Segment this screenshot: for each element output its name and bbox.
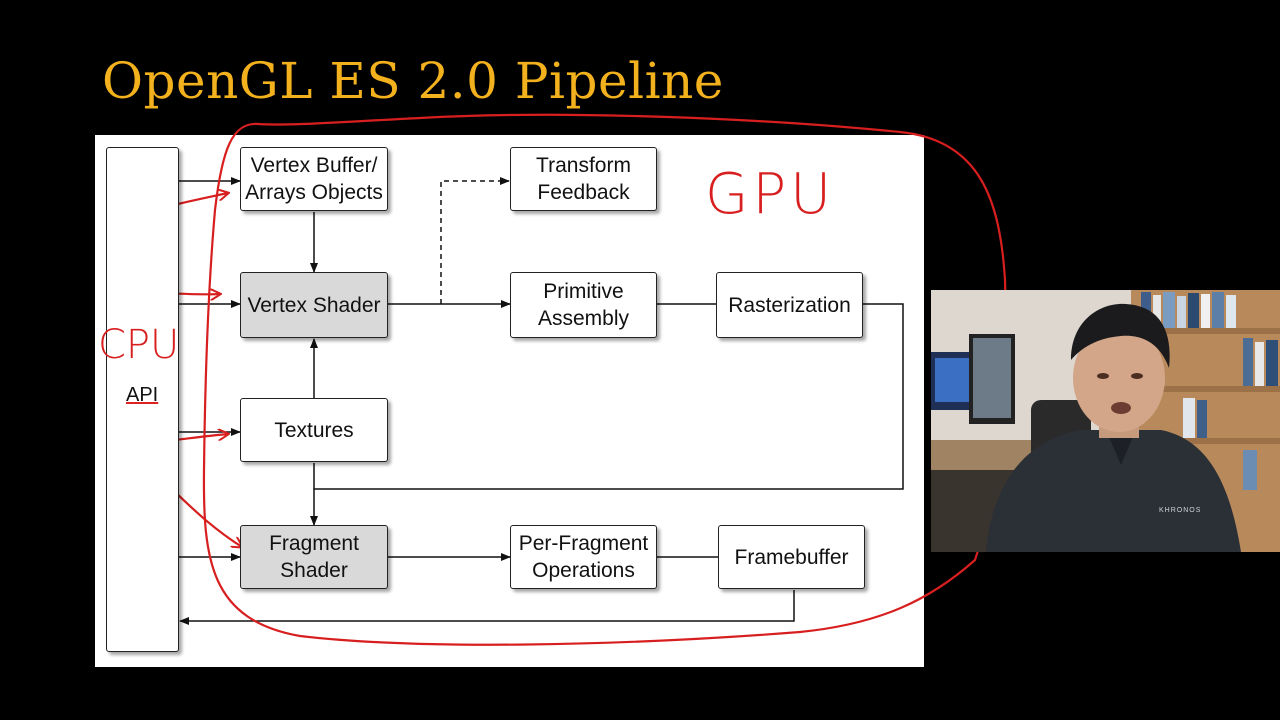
presenter-face xyxy=(1073,324,1165,432)
rasterization-node: Rasterization xyxy=(716,272,863,338)
gpu-boundary-loop xyxy=(202,113,1007,646)
red-arrow-to-fragment-shader xyxy=(172,489,242,547)
cpu-handwritten-label: CPU xyxy=(98,322,180,368)
primitive-assembly-node: Primitive Assembly xyxy=(510,272,657,338)
api-label: API xyxy=(126,384,159,406)
slide-title: OpenGL ES 2.0 Pipeline xyxy=(102,52,724,110)
vertex-shader-node: Vertex Shader xyxy=(240,272,388,338)
cpu-api-bar xyxy=(106,147,179,652)
transform-feedback-node: Transform Feedback xyxy=(510,147,657,211)
textures-node: Textures xyxy=(240,398,388,462)
vertex-buffer-node: Vertex Buffer/ Arrays Objects xyxy=(240,147,388,211)
presenter-body xyxy=(986,430,1241,552)
arrow-to-transform-feedback xyxy=(440,177,510,304)
arrow-framebuffer-to-cpu xyxy=(179,590,795,625)
fragment-shader-node: Fragment Shader xyxy=(240,525,388,589)
shirt-logo: KHRONOS xyxy=(1159,507,1201,514)
presenter-hair xyxy=(1071,303,1170,368)
per-fragment-operations-node: Per-Fragment Operations xyxy=(510,525,657,589)
gpu-handwritten-label: GPU xyxy=(705,162,836,227)
framebuffer-node: Framebuffer xyxy=(718,525,865,589)
presenter-webcam-feed: KHRONOS xyxy=(931,290,1280,552)
presenter-video-illustration: KHRONOS xyxy=(931,290,1280,552)
arrow-rasterization-to-fragment-shader xyxy=(310,303,904,526)
